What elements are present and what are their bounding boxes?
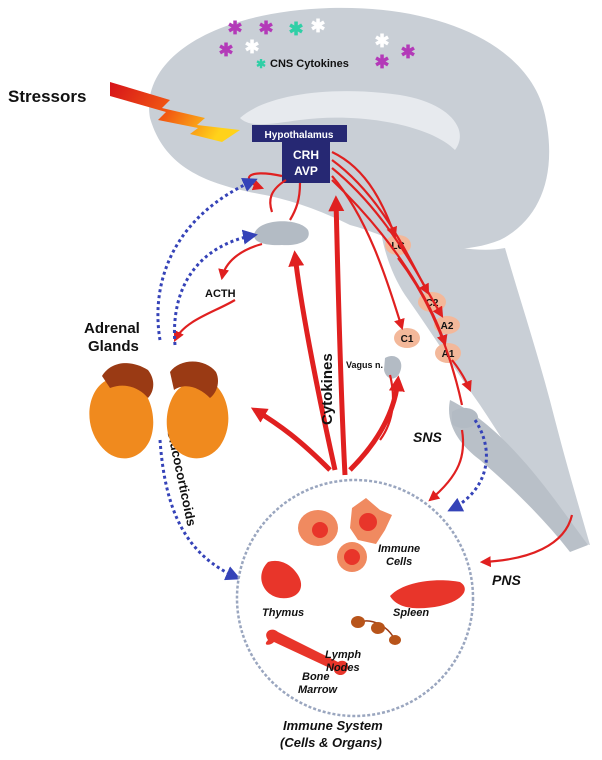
sns-ganglion: [452, 407, 479, 429]
glucocorticoid-feedback: [156, 177, 488, 581]
cytokine-star-icon: ✱: [227, 18, 242, 38]
cytokines-to-pituitary-arrow: [288, 250, 338, 471]
lc-to-sns-line: [397, 257, 464, 406]
immune-system-title: Immune System: [283, 718, 383, 733]
glands-label: Glands: [88, 338, 139, 355]
lc-label: LC: [391, 241, 404, 252]
bone-marrow-label-1: Bone: [302, 671, 330, 683]
pituitary-gland: [254, 221, 309, 246]
cns-cytokine-stars: ✱ ✱ ✱ ✱ ✱ ✱ ✱ ✱ ✱ ✱: [218, 16, 415, 72]
thymus-label: Thymus: [262, 607, 304, 619]
sns-to-immune-arrow: [428, 429, 465, 502]
lymph-node: [371, 622, 385, 634]
immune-cell-nucleus: [359, 513, 377, 531]
hypothalamus-to-pituitary-line: [289, 182, 302, 221]
cytokine-star-icon: ✱: [310, 16, 325, 36]
adrenal-label: Adrenal: [84, 320, 140, 337]
immune-cells-label-2: Cells: [386, 556, 412, 568]
hypothalamus-label: Hypothalamus: [265, 130, 334, 141]
adrenal-glands: [89, 361, 229, 459]
lymph-node: [389, 635, 401, 645]
cytokine-arrows: [250, 195, 405, 476]
right-adrenal-gland: [166, 377, 229, 459]
lymph-node: [351, 616, 365, 628]
immune-cell-nucleus: [312, 522, 328, 538]
stressors-bolt-icon: [110, 82, 240, 142]
immune-cell-nucleus: [344, 549, 360, 565]
inner-fold: [240, 91, 460, 150]
hypothalamus-to-pituitary-line: [269, 179, 287, 213]
lymph-nodes-label-2: Nodes: [326, 662, 360, 674]
cytokine-star-icon: ✱: [258, 18, 273, 38]
neural-pathways: [174, 151, 574, 568]
hypothalamus-box: [252, 125, 347, 183]
c1-label: C1: [401, 334, 414, 345]
avp-label: AVP: [294, 164, 318, 178]
cytokines-label: Cytokines: [319, 353, 336, 425]
bone-organ: [265, 629, 349, 676]
cytokine-star-icon: ✱: [374, 31, 389, 51]
left-adrenal-cap: [102, 363, 154, 398]
a2-label: A2: [441, 321, 454, 332]
acth-to-adrenal-arrow: [174, 299, 236, 342]
spleen-organ: [390, 580, 465, 609]
spleen-label: Spleen: [393, 607, 429, 619]
a1-to-sns-arrow: [451, 359, 472, 393]
cytokines-to-hypothalamus-arrow: [328, 195, 348, 476]
glucocorticoid-to-pituitary-arrow: [172, 229, 258, 346]
acth-label: ACTH: [205, 288, 236, 300]
c2-label: C2: [426, 298, 439, 309]
cytokine-star-icon: ✱: [244, 37, 259, 57]
sns-feedback-arrow: [447, 419, 488, 512]
cytokine-star-icon: ✱: [218, 40, 233, 60]
crh-to-a2-arrow: [331, 167, 444, 318]
thymus-organ: [261, 560, 302, 599]
bone-marrow-label-2: Marrow: [298, 684, 339, 696]
cytokines-to-vagus-arrow: [348, 375, 405, 472]
cytokine-star-icon: ✱: [288, 19, 303, 39]
immune-system: [235, 478, 475, 718]
sns-label: SNS: [413, 429, 442, 445]
cytokine-star-icon: ✱: [256, 57, 266, 71]
cytokines-to-adrenal-arrow: [250, 407, 332, 472]
vagus-label: Vagus n.: [346, 360, 383, 370]
cytokine-star-icon: ✱: [374, 52, 389, 72]
cytokine-star-icon: ✱: [400, 42, 415, 62]
crh-label: CRH: [293, 148, 319, 162]
pns-to-immune-arrow: [479, 514, 574, 568]
immune-system-circle: [235, 478, 475, 718]
glucocorticoid-to-hypothalamus-arrow: [156, 177, 258, 341]
immune-cells-label-1: Immune: [378, 543, 420, 555]
immune-system-subtitle: (Cells & Organs): [280, 735, 382, 750]
c1-nucleus: [394, 328, 420, 348]
lymph-nodes-label-1: Lymph: [325, 649, 361, 661]
pituitary-to-acth-arrow: [218, 242, 263, 281]
cns-cytokines-label: CNS Cytokines: [270, 58, 349, 70]
pns-label: PNS: [492, 572, 521, 588]
left-adrenal-gland: [89, 377, 154, 459]
right-adrenal-cap: [170, 361, 218, 398]
vagus-ganglion: [384, 355, 402, 379]
stressors-label: Stressors: [8, 87, 86, 106]
brain: [149, 7, 590, 552]
